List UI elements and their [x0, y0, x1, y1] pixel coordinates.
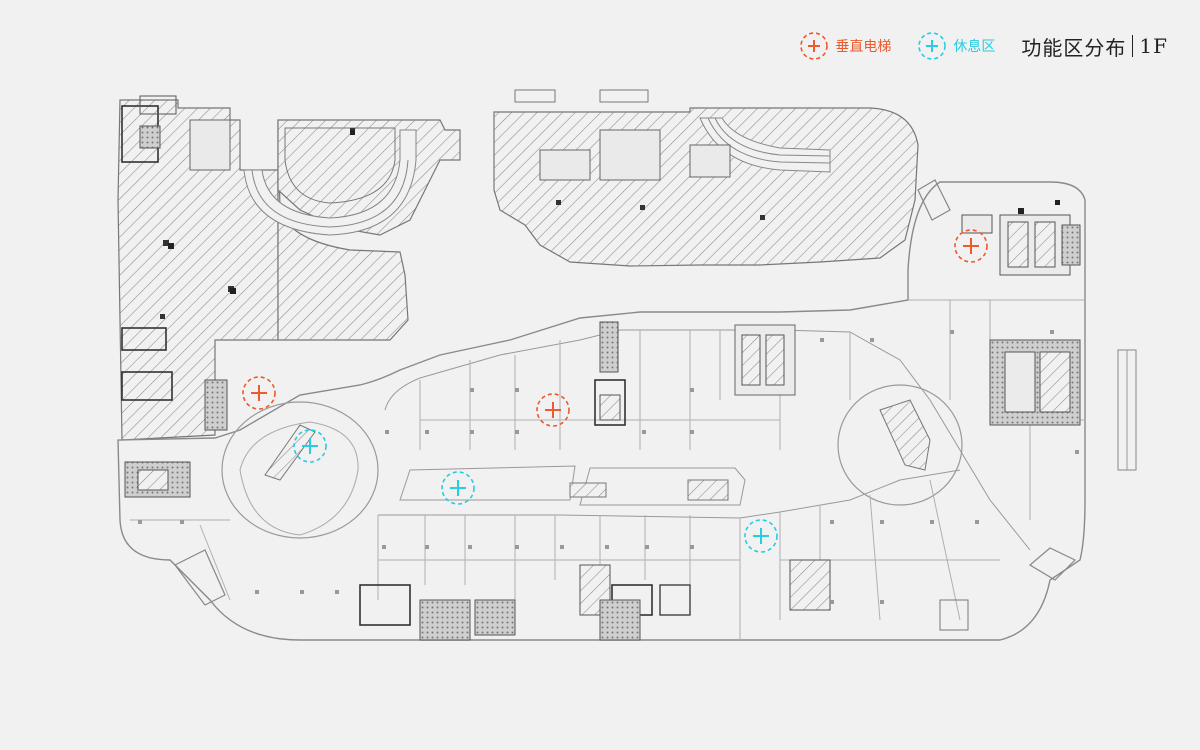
rest-area-markers	[293, 429, 778, 553]
legend-elevator: 垂直电梯	[799, 31, 891, 61]
black-columns	[168, 130, 1060, 294]
elevator-center-marker[interactable]	[536, 393, 570, 427]
page-title-main: 功能区分布	[1021, 35, 1127, 60]
rest-area-south-marker[interactable]	[744, 519, 778, 553]
title-separator	[1132, 35, 1134, 57]
legend-elevator-label: 垂直电梯	[835, 39, 892, 55]
page-title: 功能区分布 1F	[1021, 32, 1168, 61]
legend-rest-area-label: 休息区	[953, 39, 996, 55]
rest-area-marker-icon	[918, 32, 947, 60]
south-shop-grid	[130, 479, 1000, 640]
elevator-markers	[242, 229, 988, 427]
rest-area-central-marker[interactable]	[441, 471, 475, 505]
legend-rest-area: 休息区	[917, 31, 995, 61]
center-shop-grid	[419, 299, 1085, 520]
floor-label: 1F	[1139, 34, 1168, 58]
south-core-rooms	[124, 461, 969, 641]
map-legend: 垂直电梯 休息区 功能区分布 1F	[799, 26, 1168, 66]
elevator-east-marker[interactable]	[954, 229, 988, 263]
northwest-hatched-area	[117, 95, 461, 441]
rest-area-atrium-west-marker[interactable]	[293, 429, 327, 463]
structural-columns	[138, 330, 1079, 604]
elevator-marker-icon	[800, 32, 829, 60]
north-center-hatched-area	[493, 89, 919, 267]
entrances	[174, 179, 1077, 606]
mall-outline	[117, 181, 1086, 641]
center-core-rooms	[594, 214, 1137, 471]
elevator-west-marker[interactable]	[242, 376, 276, 410]
